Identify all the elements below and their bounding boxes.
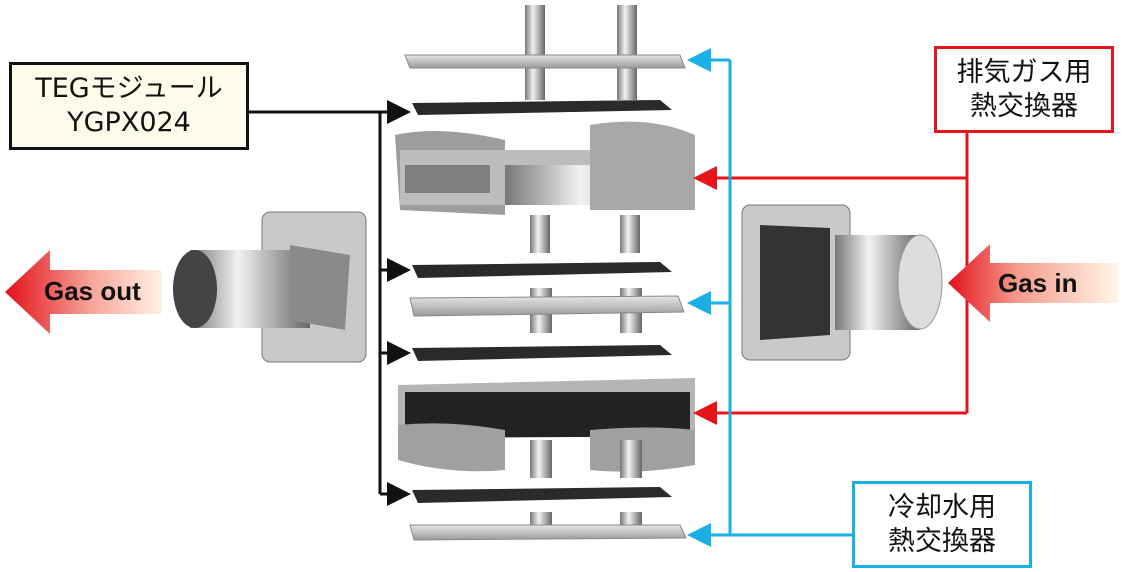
teg-module-3 <box>412 345 672 361</box>
teg-module-2 <box>412 262 672 278</box>
gas-outlet-fitting <box>173 211 367 363</box>
exhaust-hx-label-box: 排気ガス用 熱交換器 <box>934 46 1114 133</box>
gas-in-label: Gas in <box>998 268 1078 298</box>
teg-module-label-box: TEGモジュール YGPX024 <box>9 62 249 150</box>
exhaust-hx-top <box>395 121 695 215</box>
gas-in-arrow <box>948 244 1118 322</box>
exhaust-hx-line2: 熱交換器 <box>970 90 1078 122</box>
spacer-pipe <box>530 215 550 253</box>
teg-module-model: YGPX024 <box>67 107 191 138</box>
spacer-pipe <box>530 440 552 478</box>
teg-module-leader-lines <box>249 100 411 506</box>
coolant-hx-line2: 熱交換器 <box>888 525 996 557</box>
teg-module-4 <box>412 487 672 503</box>
coolant-hx-line1: 冷却水用 <box>888 491 996 523</box>
gas-out-arrow <box>5 250 162 334</box>
gas-out-label: Gas out <box>44 276 141 306</box>
coolant-plate-bottom <box>409 512 687 541</box>
spacer-pipe <box>620 215 640 253</box>
coolant-plate-middle <box>409 288 685 333</box>
teg-module-name: TEGモジュール <box>35 73 223 104</box>
teg-module-1 <box>412 100 672 115</box>
exhaust-hx-bottom <box>398 378 695 472</box>
spacer-pipe <box>620 440 642 478</box>
gas-inlet-fitting <box>741 204 943 361</box>
coolant-hx-label-box: 冷却水用 熱交換器 <box>852 481 1032 568</box>
coolant-plate-top <box>404 5 686 100</box>
coolant-hx-leader-lines <box>687 48 852 547</box>
exhaust-hx-line1: 排気ガス用 <box>956 56 1092 88</box>
